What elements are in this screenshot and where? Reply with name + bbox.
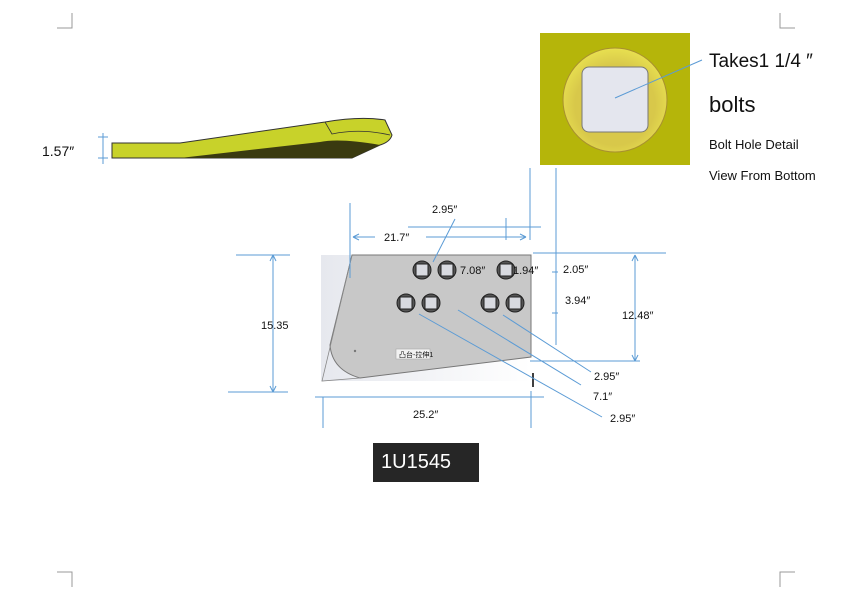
bolt-hole-detail-title: Bolt Hole Detail bbox=[709, 137, 799, 152]
dim-height-left: 15.35 bbox=[261, 320, 289, 332]
dim-row-spacing: 3.94″ bbox=[565, 295, 590, 307]
page-corner-marks bbox=[57, 13, 795, 587]
bolt-size-text: Takes1 1/4 ″ bbox=[709, 51, 813, 72]
dim-width-top: 21.7″ bbox=[384, 232, 409, 244]
part-number-label: 1U1545 bbox=[373, 443, 479, 482]
view-from-bottom-label: View From Bottom bbox=[709, 168, 816, 183]
dim-hole-spacing-top: 2.95″ bbox=[432, 204, 457, 216]
bolt-holes bbox=[396, 260, 525, 313]
dim-leader-c: 2.95″ bbox=[610, 413, 635, 425]
dim-height-right: 12.48″ bbox=[622, 310, 654, 322]
dim-width-bottom: 25.2″ bbox=[413, 409, 438, 421]
dim-leader-a: 2.95″ bbox=[594, 371, 619, 383]
thickness-dimension: 1.57″ bbox=[42, 143, 74, 159]
plate-top-view bbox=[321, 254, 534, 387]
dim-edge-offset: 1.94″ bbox=[513, 265, 538, 277]
bolt-hole-detail-image bbox=[540, 33, 703, 165]
side-view-drawing: 1.57″ bbox=[42, 117, 393, 164]
dimension-lines bbox=[228, 168, 666, 428]
feature-tag: 凸台-拉伸1 bbox=[399, 350, 433, 359]
dim-hole-offset: 7.08″ bbox=[460, 265, 485, 277]
dim-leader-b: 7.1″ bbox=[593, 391, 612, 403]
bolts-text: bolts bbox=[709, 92, 755, 117]
dim-row1-from-edge: 2.05″ bbox=[563, 264, 588, 276]
